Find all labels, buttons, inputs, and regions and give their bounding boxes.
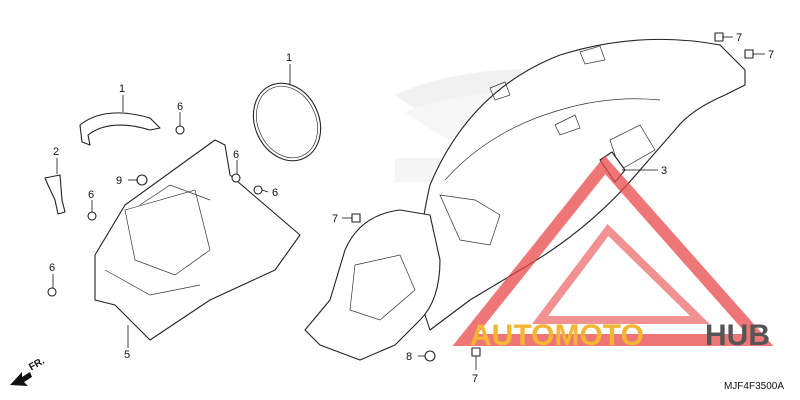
callout-7-clip-nut-b: 7	[736, 32, 742, 44]
callout-3-reflector: 3	[661, 165, 667, 177]
callout-7-clip-nut-d: 7	[472, 373, 478, 385]
watermark-hub: HUB	[705, 319, 770, 352]
callout-5-inner-fender: 5	[124, 349, 130, 361]
automotohub-watermark: AUTOMOTO HUB	[452, 155, 774, 352]
diagram-code: MJF4F3500A	[723, 381, 784, 392]
callout-8-bolt: 8	[406, 351, 412, 363]
callout-6-screw-c: 6	[272, 187, 278, 199]
leader-lines	[52, 36, 765, 370]
clip[interactable]	[44, 174, 66, 215]
watermark-automoto: AUTOMOTO	[470, 319, 644, 352]
callout-7-clip-nut-a: 7	[332, 213, 338, 225]
fender-extension[interactable]	[304, 209, 441, 361]
callout-9-grommet: 9	[116, 175, 122, 187]
callout-labels: 1 1 2 3 5 6 6 6 6 6 7 7 7 7 8 9	[49, 32, 774, 385]
callout-2-clip: 2	[53, 146, 59, 158]
callout-1-band-left: 1	[119, 83, 125, 95]
inner-fender[interactable]	[94, 139, 301, 341]
front-direction-arrow-icon	[10, 372, 32, 386]
callout-6-screw-e: 6	[49, 262, 55, 274]
callout-6-screw-d: 6	[88, 189, 94, 201]
callout-1-band-right: 1	[286, 52, 292, 64]
band-right[interactable]	[241, 72, 333, 172]
callout-6-screw-a: 6	[177, 101, 183, 113]
band-left[interactable]	[79, 112, 161, 146]
callout-6-screw-b: 6	[233, 149, 239, 161]
callout-7-clip-nut-c: 7	[768, 49, 774, 61]
